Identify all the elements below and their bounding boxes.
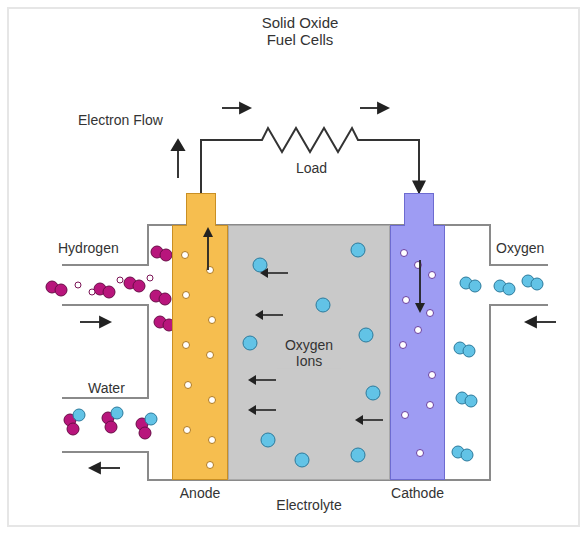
molecule [94, 283, 115, 298]
water-molecule [136, 413, 157, 439]
cathode-plate: Cathode [390, 225, 445, 480]
molecule [522, 275, 543, 290]
molecule [456, 392, 477, 407]
circuit-wire [201, 128, 419, 193]
diagram-title: Solid Oxide Fuel Cells [245, 14, 355, 49]
anode-plate: Anode [172, 225, 228, 480]
electron-dot [147, 275, 153, 281]
part-name: Electrolyte [276, 497, 341, 513]
load-label: Load [294, 160, 329, 176]
electron-dot [89, 289, 95, 295]
molecule [452, 446, 473, 461]
molecule [151, 246, 172, 261]
part-name: Cathode [391, 485, 444, 501]
molecule [46, 281, 67, 296]
electrolyte-layer: Oxygen IonsElectrolyte [228, 225, 390, 480]
molecule [150, 290, 171, 305]
terminal-tab [186, 193, 216, 226]
inlet-label: Hydrogen [58, 240, 119, 256]
outlet-label: Water [88, 380, 125, 396]
molecule [494, 280, 515, 295]
molecule [454, 342, 475, 357]
flow-label: Electron Flow [78, 112, 163, 128]
water-molecule [64, 409, 85, 435]
particles [390, 225, 445, 480]
terminal-tab [404, 193, 434, 226]
electron-dot [75, 282, 81, 288]
molecule [460, 277, 481, 292]
water-molecule [102, 407, 123, 433]
housing-outline [62, 225, 548, 480]
inlet-label: Oxygen [496, 240, 544, 256]
part-name: Anode [180, 485, 220, 501]
molecule [124, 277, 145, 292]
electron-dot [117, 277, 123, 283]
frame [8, 8, 579, 526]
layer-caption: Oxygen Ions [277, 336, 341, 368]
particles [172, 225, 228, 480]
